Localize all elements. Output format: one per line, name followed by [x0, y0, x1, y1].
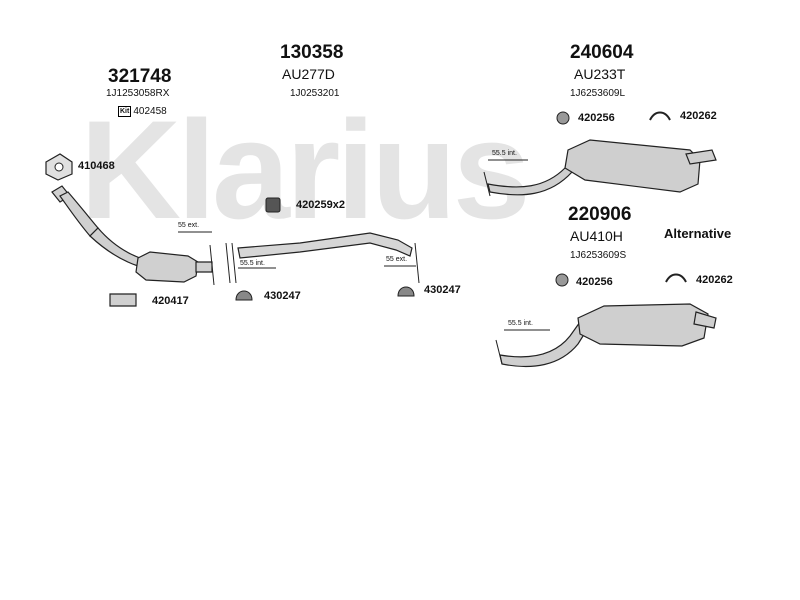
ring-rear-number: 420256	[578, 112, 615, 124]
hanger-center-number: 430247	[424, 284, 461, 296]
center-pipe-model: AU277D	[282, 66, 335, 82]
downpipe-shape	[89, 227, 141, 267]
rubber-ring-icon-rear	[556, 111, 570, 125]
alternative-label: Alternative	[664, 226, 732, 241]
alt-silencer-model: AU410H	[570, 228, 623, 244]
ring-alt-number: 420256	[576, 276, 613, 288]
rear-silencer-code: 1J6253609L	[570, 88, 626, 99]
front-pipe-code: 1J1253058RX	[106, 88, 170, 99]
cut-mark-alt	[495, 339, 503, 365]
cat-outlet-shape	[195, 261, 213, 273]
front-pipe-number: 321748	[108, 66, 172, 87]
rear-inlet-pipe-shape	[487, 150, 579, 196]
cut-mark-center-b	[231, 242, 237, 284]
hanger-icon-mid	[235, 290, 253, 301]
dim-rear-int: 55.5 int.	[492, 150, 517, 157]
gasket-hole-icon	[54, 162, 64, 172]
rear-silencer-model: AU233T	[574, 66, 626, 82]
dim-front-ext: 55 ext.	[178, 222, 200, 229]
dim-center-int: 55.5 int.	[240, 260, 265, 267]
center-pipe-number: 130358	[280, 42, 344, 63]
hanger-mid-number: 430247	[264, 290, 301, 302]
bracket-icon	[109, 293, 137, 307]
alt-silencer-code: 1J6253609S	[570, 250, 627, 261]
rubber-ring-icon-alt	[555, 273, 569, 287]
cut-mark-center-c	[414, 242, 420, 284]
kit-number: 402458	[133, 106, 167, 117]
dim-alt-int: 55.5 int.	[508, 320, 533, 327]
alt-silencer-number: 220906	[568, 204, 632, 225]
rear-box-shape	[564, 139, 701, 193]
center-pipe-shape	[237, 232, 413, 259]
kit-badge: Kit	[118, 106, 132, 117]
alt-box-shape	[577, 303, 709, 347]
center-pipe-drawing	[237, 232, 413, 259]
alt-inlet-pipe-shape	[499, 321, 589, 368]
strap-icon-rear	[649, 111, 671, 121]
hanger-icon-center	[397, 286, 415, 297]
strap-alt-number: 420262	[696, 274, 733, 286]
cut-mark-front	[209, 244, 215, 286]
strap-icon-alt	[665, 273, 687, 283]
cut-mark-rear	[483, 171, 491, 197]
alt-tailpipe-shape	[693, 311, 717, 329]
gasket-number: 410468	[78, 160, 115, 172]
center-pipe-code: 1J0253201	[290, 88, 340, 99]
klarius-watermark: Klarius	[80, 91, 531, 248]
rear-silencer-drawing	[487, 139, 717, 196]
flex-pipe-shape	[59, 191, 99, 237]
bracket-number: 420417	[152, 295, 189, 307]
front-pipe-drawing	[51, 185, 213, 283]
rear-tailpipe-shape	[685, 149, 717, 165]
catalyst-shape	[135, 251, 199, 283]
clamp-icon	[265, 197, 281, 213]
clamp-number: 420259x2	[296, 199, 345, 211]
rear-silencer-number: 240604	[570, 42, 634, 63]
alt-silencer-drawing	[499, 303, 717, 368]
dim-center-ext: 55 ext.	[386, 256, 408, 263]
strap-rear-number: 420262	[680, 110, 717, 122]
cut-mark-center-a	[225, 242, 231, 284]
